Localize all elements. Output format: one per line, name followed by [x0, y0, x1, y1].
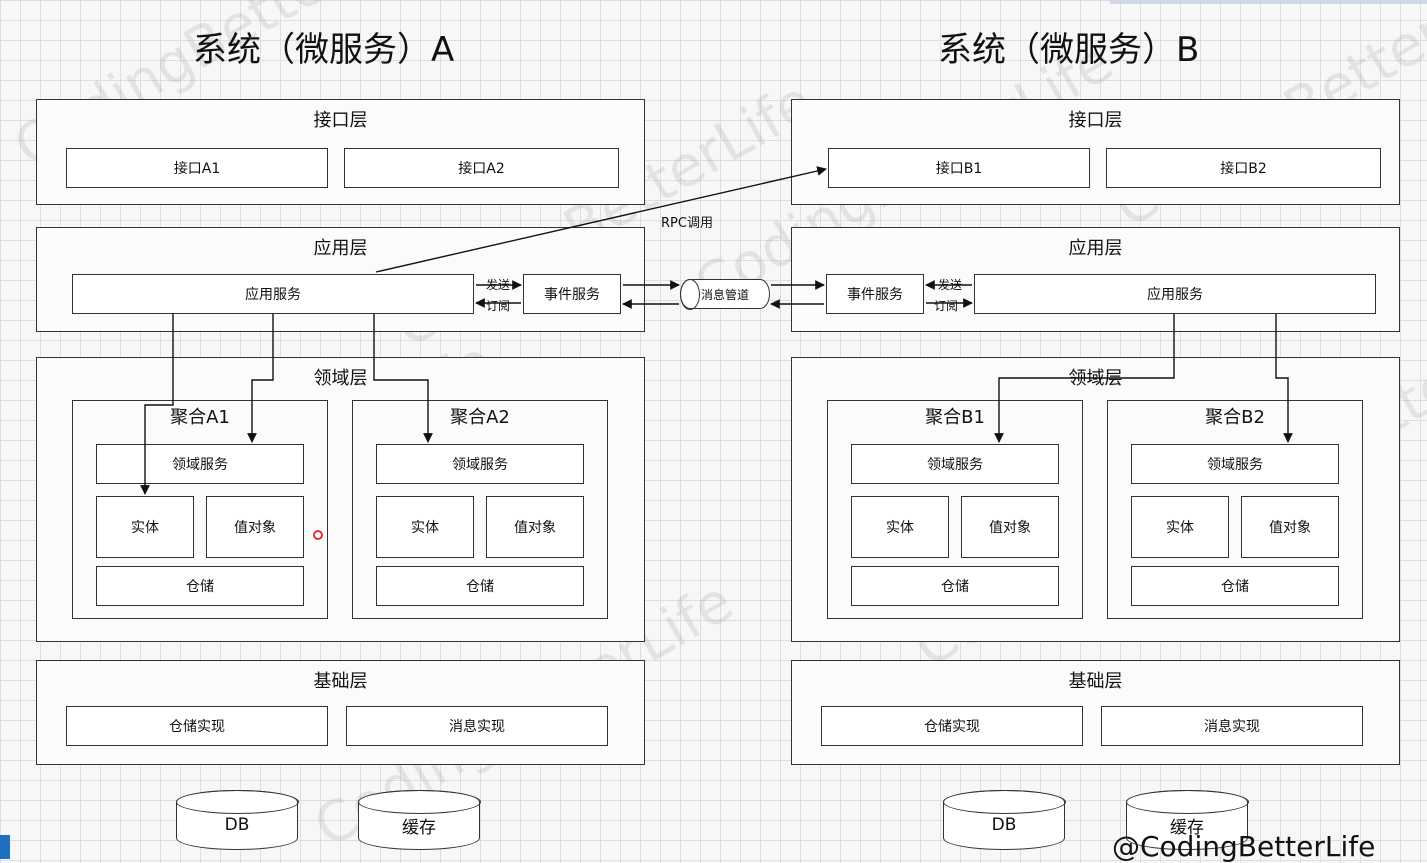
- message-pipe[interactable]: 消息管道: [679, 278, 770, 310]
- cache-cylinder: 缓存: [357, 789, 481, 850]
- interface-a2[interactable]: 接口A2: [344, 148, 619, 188]
- system-a-title: 系统（微服务）A: [193, 30, 455, 70]
- author-handle: @CodingBetterLife: [1112, 830, 1376, 863]
- db-cylinder: DB: [942, 789, 1066, 850]
- system-b-title: 系统（微服务）B: [938, 30, 1200, 70]
- rpc-label: RPC调用: [661, 216, 713, 231]
- repository[interactable]: 仓储: [96, 566, 304, 606]
- message-impl[interactable]: 消息实现: [1101, 706, 1363, 746]
- entity[interactable]: 实体: [1131, 496, 1229, 558]
- app-service-b[interactable]: 应用服务: [974, 274, 1376, 314]
- layer-title: 领域层: [1068, 368, 1123, 389]
- entity[interactable]: 实体: [851, 496, 949, 558]
- message-impl[interactable]: 消息实现: [346, 706, 608, 746]
- send-label: 发送: [938, 278, 963, 292]
- layer-title: 基础层: [1068, 671, 1123, 692]
- cursor-indicator: [313, 530, 323, 540]
- event-service-a[interactable]: 事件服务: [523, 274, 621, 314]
- value-object[interactable]: 值对象: [1241, 496, 1339, 558]
- repository[interactable]: 仓储: [376, 566, 584, 606]
- entity[interactable]: 实体: [96, 496, 194, 558]
- repository[interactable]: 仓储: [1131, 566, 1339, 606]
- value-object[interactable]: 值对象: [486, 496, 584, 558]
- interface-b1[interactable]: 接口B1: [828, 148, 1090, 188]
- db-cylinder: DB: [175, 789, 299, 850]
- subscribe-label: 订阅: [486, 299, 511, 313]
- domain-service[interactable]: 领域服务: [96, 444, 304, 484]
- repository-impl[interactable]: 仓储实现: [821, 706, 1083, 746]
- interface-b2[interactable]: 接口B2: [1106, 148, 1381, 188]
- aggregate-title: 聚合A1: [170, 407, 230, 428]
- entity[interactable]: 实体: [376, 496, 474, 558]
- layer-title: 应用层: [313, 238, 368, 259]
- domain-service[interactable]: 领域服务: [376, 444, 584, 484]
- layer-title: 接口层: [1068, 110, 1123, 131]
- corner-tab: [0, 835, 10, 859]
- send-label: 发送: [486, 278, 511, 292]
- layer-title: 接口层: [313, 110, 368, 131]
- interface-a1[interactable]: 接口A1: [66, 148, 328, 188]
- domain-service[interactable]: 领域服务: [1131, 444, 1339, 484]
- value-object[interactable]: 值对象: [961, 496, 1059, 558]
- aggregate-title: 聚合A2: [450, 407, 510, 428]
- event-service-b[interactable]: 事件服务: [826, 274, 924, 314]
- cache-cylinder: 缓存: [1125, 789, 1249, 850]
- window-accent-bar: [1110, 0, 1427, 4]
- value-object[interactable]: 值对象: [206, 496, 304, 558]
- layer-title: 领域层: [313, 368, 368, 389]
- domain-service[interactable]: 领域服务: [851, 444, 1059, 484]
- layer-title: 基础层: [313, 671, 368, 692]
- repository[interactable]: 仓储: [851, 566, 1059, 606]
- aggregate-title: 聚合B2: [1205, 407, 1265, 428]
- subscribe-label: 订阅: [934, 299, 959, 313]
- layer-title: 应用层: [1068, 238, 1123, 259]
- repository-impl[interactable]: 仓储实现: [66, 706, 328, 746]
- app-service-a[interactable]: 应用服务: [72, 274, 474, 314]
- aggregate-title: 聚合B1: [925, 407, 985, 428]
